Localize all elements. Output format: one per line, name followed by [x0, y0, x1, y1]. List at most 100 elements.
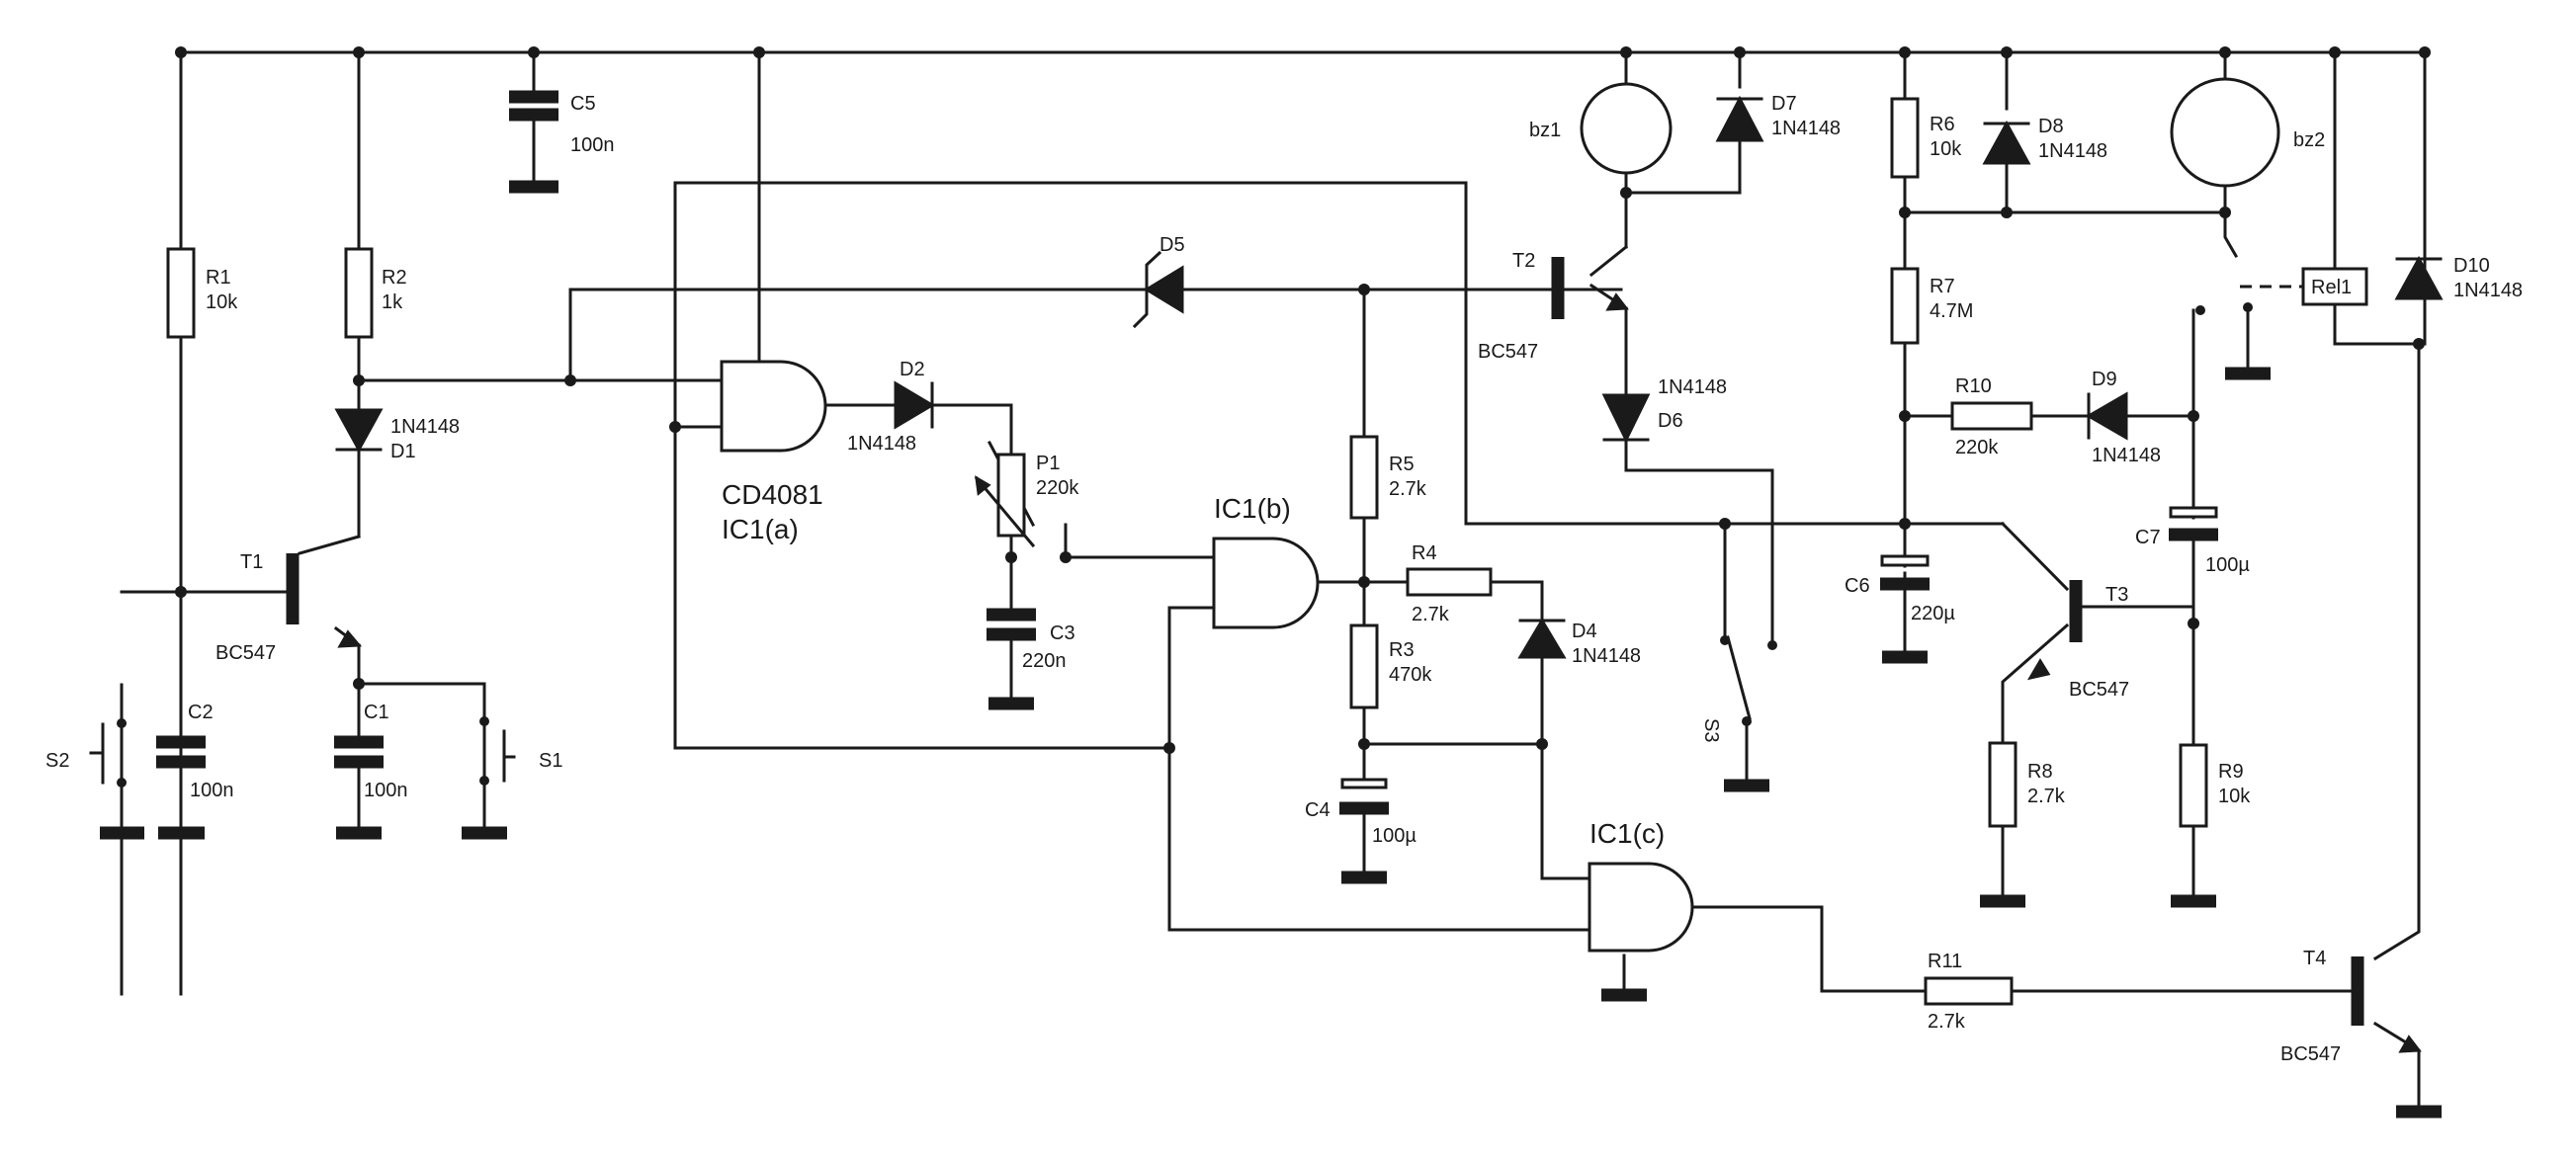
svg-text:R4: R4	[1412, 542, 1437, 564]
svg-text:1N4148: 1N4148	[2453, 280, 2523, 301]
svg-text:C2: C2	[188, 702, 214, 723]
resistor-r2: R2 1k	[344, 247, 407, 339]
svg-text:R8: R8	[2027, 761, 2053, 783]
svg-text:IC1(b): IC1(b)	[1214, 493, 1291, 524]
svg-text:C6: C6	[1845, 575, 1870, 597]
switch-s1: S1	[479, 716, 562, 786]
svg-text:D2: D2	[900, 359, 925, 380]
svg-text:P1: P1	[1036, 453, 1060, 474]
svg-text:2.7k: 2.7k	[2027, 786, 2066, 807]
svg-text:10k: 10k	[206, 291, 238, 313]
switch-s3: S3	[1700, 635, 1777, 742]
svg-text:R5: R5	[1389, 454, 1415, 475]
svg-text:D9: D9	[2092, 369, 2117, 390]
diode-d10: D10 1N4148	[2394, 255, 2523, 301]
capacitor-c7: C7 100µ	[2135, 506, 2250, 576]
transistor-t1: T1 BC547	[215, 551, 363, 664]
resistor-r11: R11 2.7k	[1924, 951, 2014, 1033]
resistor-r3: R3 470k	[1349, 623, 1432, 709]
capacitor-c6: C6 220µ	[1845, 554, 1955, 657]
svg-text:R7: R7	[1930, 276, 1955, 297]
svg-text:10k: 10k	[1930, 138, 1962, 160]
svg-text:2.7k: 2.7k	[1389, 478, 1427, 500]
diode-d9: D9 1N4148	[2086, 369, 2161, 466]
and-gate-ic1b: IC1(b)	[1167, 493, 1320, 629]
svg-text:C5: C5	[570, 93, 596, 115]
svg-text:100µ: 100µ	[2205, 554, 2250, 576]
svg-text:T4: T4	[2303, 948, 2326, 969]
ground-symbols	[100, 174, 2442, 1119]
transistor-t2: T2 BC547	[1478, 250, 1629, 363]
resistor-r7: R7 4.7M	[1890, 267, 1973, 345]
svg-text:220µ: 220µ	[1911, 603, 1955, 624]
svg-text:C3: C3	[1050, 622, 1075, 644]
diode-d7: D7 1N4148	[1715, 93, 1841, 142]
svg-text:1N4148: 1N4148	[390, 416, 460, 438]
svg-text:R10: R10	[1955, 375, 1992, 397]
resistor-r8: R8 2.7k	[1988, 741, 2066, 828]
svg-text:1N4148: 1N4148	[847, 433, 916, 455]
svg-text:R6: R6	[1930, 114, 1955, 135]
svg-text:1N4148: 1N4148	[1572, 645, 1641, 667]
svg-text:10k: 10k	[2218, 786, 2251, 807]
diode-d1: 1N4148 D1	[334, 408, 460, 462]
transistor-t3: T3 BC547	[2026, 580, 2129, 701]
svg-text:C1: C1	[364, 702, 389, 723]
svg-text:S2: S2	[45, 750, 69, 772]
svg-text:S1: S1	[539, 750, 562, 772]
svg-text:S3: S3	[1700, 718, 1722, 742]
and-gate-ic1a: CD4081 IC1(a)	[673, 360, 827, 544]
svg-text:T3: T3	[2105, 584, 2128, 606]
svg-text:1k: 1k	[382, 291, 403, 313]
svg-text:470k: 470k	[1389, 664, 1432, 686]
and-gate-ic1c: IC1(c)	[1588, 818, 1694, 953]
svg-text:T1: T1	[240, 551, 263, 573]
svg-text:R11: R11	[1928, 951, 1962, 972]
junction-dots	[175, 46, 2431, 754]
svg-text:R9: R9	[2218, 761, 2244, 783]
diode-d8: D8 1N4148	[1982, 116, 2107, 165]
svg-text:220k: 220k	[1955, 437, 1999, 458]
svg-text:220k: 220k	[1036, 477, 1079, 499]
svg-text:BC547: BC547	[2280, 1043, 2341, 1065]
resistor-r6: R6 10k	[1890, 97, 1962, 179]
svg-text:220n: 220n	[1022, 650, 1067, 672]
capacitor-c2: C2 100n	[156, 590, 234, 830]
diode-d2: D2 1N4148	[847, 359, 935, 455]
svg-text:CD4081: CD4081	[722, 479, 823, 510]
relay-rel1: Rel1	[2195, 267, 2368, 315]
resistor-r10: R10 220k	[1950, 375, 2033, 458]
svg-text:4.7M: 4.7M	[1930, 300, 1973, 322]
svg-text:100n: 100n	[364, 780, 408, 801]
svg-text:C7: C7	[2135, 527, 2161, 548]
svg-text:100n: 100n	[190, 780, 234, 801]
resistor-r5: R5 2.7k	[1349, 435, 1427, 520]
transistor-t4: T4 BC547	[2280, 948, 2422, 1065]
svg-text:D4: D4	[1572, 621, 1597, 642]
svg-text:1N4148: 1N4148	[2038, 140, 2107, 162]
svg-text:D10: D10	[2453, 255, 2490, 277]
capacitor-c5: C5 100n	[509, 84, 615, 178]
buzzer-bz1: bz1	[1529, 82, 1673, 175]
capacitor-c3: C3 220n	[987, 590, 1075, 706]
diode-d4: D4 1N4148	[1517, 618, 1641, 667]
capacitor-c1: C1 100n	[334, 682, 408, 830]
buzzer-bz2: bz2	[2170, 77, 2325, 188]
svg-text:100n: 100n	[570, 134, 615, 156]
svg-text:D1: D1	[390, 441, 416, 462]
switch-s2: S2	[45, 714, 127, 792]
resistor-r9: R9 10k	[2179, 743, 2251, 828]
resistor-r1: R1 10k	[166, 247, 238, 339]
potentiometer-p1: P1 220k	[974, 453, 1079, 548]
svg-text:IC1(c): IC1(c)	[1589, 818, 1665, 849]
svg-text:bz2: bz2	[2293, 129, 2325, 151]
svg-text:1N4148: 1N4148	[1771, 118, 1841, 139]
svg-text:bz1: bz1	[1529, 120, 1561, 141]
svg-text:D8: D8	[2038, 116, 2064, 137]
svg-text:2.7k: 2.7k	[1412, 604, 1450, 625]
svg-text:R3: R3	[1389, 639, 1415, 661]
capacitor-c4: C4 100µ	[1305, 778, 1417, 879]
svg-text:C4: C4	[1305, 799, 1331, 821]
svg-text:IC1(a): IC1(a)	[722, 514, 799, 544]
